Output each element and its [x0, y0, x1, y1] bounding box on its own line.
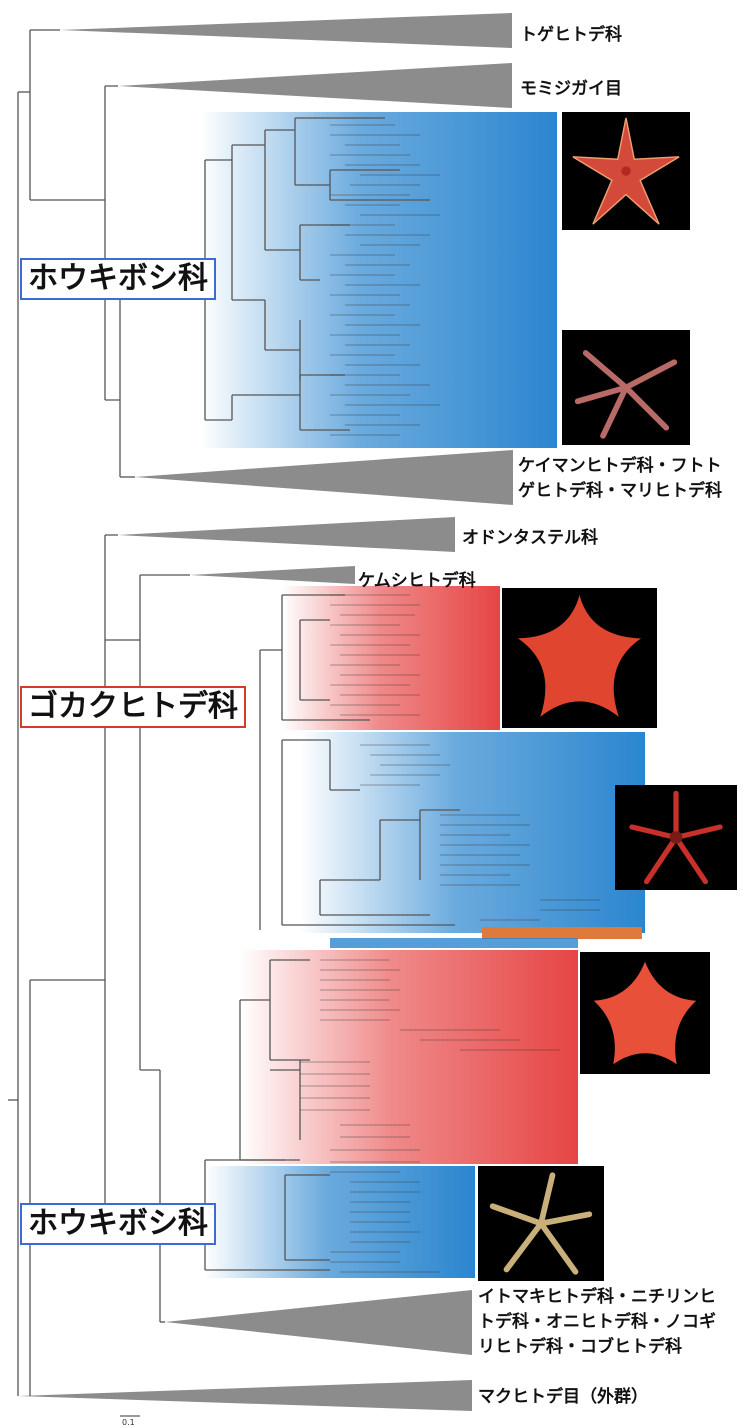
houkiboshi-clade-bg-bottom: [205, 1166, 475, 1278]
starfish-photo-4: [615, 785, 737, 890]
collapsed-clade-triangle: [135, 450, 513, 505]
gokaku-clade-bg-2: [240, 950, 578, 1164]
clade-label-itomaki-line1: イトマキヒトデ科・ニチリンヒ: [478, 1287, 716, 1307]
tree-branches: [8, 29, 460, 1396]
clade-label-kemushi: ケムシヒトデ科: [358, 571, 476, 591]
starfish-photo-2: [562, 330, 690, 445]
clade-label-togehitode: トゲヒトデ科: [520, 25, 622, 45]
clade-label-keiman-line2: ゲヒトデ科・マリヒトデ科: [518, 481, 722, 501]
clade-label-makuhitode: マクヒトデ目（外群）: [478, 1387, 648, 1407]
starfish-red-slender-icon: [629, 790, 723, 885]
starfish-photo-5: [580, 952, 710, 1074]
family-box-houkiboshi-top: ホウキボシ科: [20, 258, 216, 300]
starfish-red-pentagon-round-icon: [593, 961, 697, 1065]
clade-label-odontasuteru: オドンタステル科: [462, 528, 598, 548]
starfish-photo-1: [562, 112, 690, 230]
collapsed-clade-triangle: [118, 517, 455, 552]
starfish-photo-3: [502, 588, 657, 728]
houkiboshi-clade-bg-middle: [300, 732, 645, 933]
clade-label-itomaki: イトマキヒトデ科・ニチリンヒ トデ科・オニヒトデ科・ノコギ リヒトデ科・コブヒト…: [478, 1285, 748, 1360]
collapsed-clade-triangle: [190, 566, 355, 584]
blue-strip: [330, 938, 578, 948]
gokaku-clade-bg-1: [282, 586, 500, 730]
leaf-ticks: [300, 124, 600, 1273]
family-box-houkiboshi-bottom: ホウキボシ科: [20, 1203, 216, 1245]
clade-label-momijigai: モミジガイ目: [520, 79, 622, 99]
houkiboshi-clade-bg-top: [200, 112, 557, 448]
family-box-gokaku: ゴカクヒトデ科: [20, 686, 246, 728]
collapsed-clade-triangle: [18, 1380, 472, 1411]
starfish-red-five-arm-spotted-icon: [572, 117, 680, 225]
clade-label-keiman: ケイマンヒトデ科・フトト ゲヒトデ科・マリヒトデ科: [518, 454, 754, 504]
starfish-red-pentagon-broad-icon: [517, 595, 642, 717]
scale-bar-label: 0.1: [122, 1418, 135, 1427]
clade-label-keiman-line1: ケイマンヒトデ科・フトト: [518, 456, 722, 476]
starfish-pale-yellow-slender-icon: [489, 1172, 593, 1275]
starfish-photo-6: [478, 1166, 604, 1281]
collapsed-clade-triangle: [118, 63, 512, 108]
starfish-thin-five-arm-pink-icon: [574, 350, 678, 439]
clade-label-itomaki-line3: リヒトデ科・コブヒトデ科: [478, 1337, 682, 1357]
orange-strip: [482, 927, 642, 939]
collapsed-clade-triangle: [165, 1290, 472, 1355]
collapsed-clade-triangle: [60, 13, 512, 48]
clade-label-itomaki-line2: トデ科・オニヒトデ科・ノコギ: [478, 1312, 716, 1332]
